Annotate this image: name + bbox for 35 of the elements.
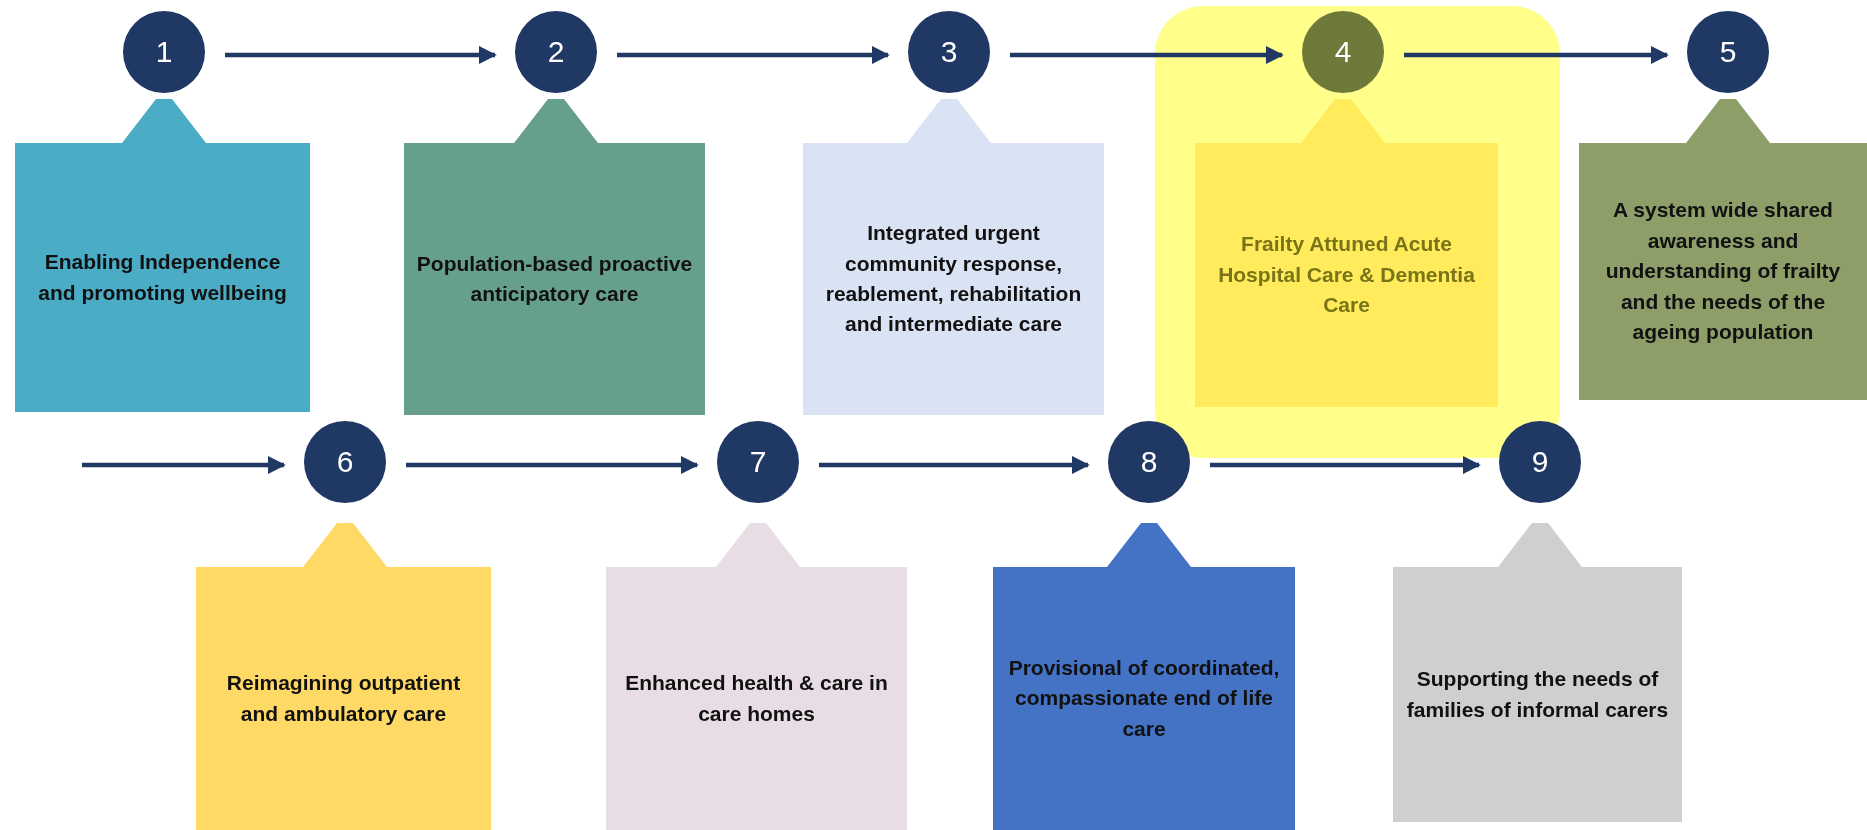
arrow bbox=[1210, 456, 1481, 474]
step-number-circle: 3 bbox=[908, 11, 990, 93]
step-description: Integrated urgent community response, reablement, rehabilitation and intermediate care bbox=[824, 220, 1083, 338]
callout-box bbox=[993, 521, 1295, 830]
step-description: Enhanced health & care in care homes bbox=[624, 670, 889, 727]
callout-box bbox=[196, 521, 491, 830]
step-description: Reimagining outpatient and ambulatory care bbox=[225, 670, 462, 727]
arrow bbox=[1010, 46, 1284, 64]
callout-box bbox=[404, 97, 705, 415]
step-number-circle: 9 bbox=[1499, 421, 1581, 503]
step-number-circle: 7 bbox=[717, 421, 799, 503]
step-description: Supporting the needs of families of informal carers bbox=[1405, 666, 1670, 723]
step-description: Frailty Attuned Acute Hospital Care & Dementia Care bbox=[1217, 231, 1476, 319]
arrow bbox=[406, 456, 699, 474]
step-number-circle: 5 bbox=[1687, 11, 1769, 93]
callout-box bbox=[1195, 97, 1498, 407]
step-number-circle: 2 bbox=[515, 11, 597, 93]
callout-box bbox=[606, 521, 907, 830]
arrow bbox=[1404, 46, 1669, 64]
arrow bbox=[82, 456, 286, 474]
step-number-circle: 1 bbox=[123, 11, 205, 93]
step-description: Population-based proactive anticipatory care bbox=[415, 250, 694, 307]
arrow bbox=[819, 456, 1090, 474]
step-number-circle: 8 bbox=[1108, 421, 1190, 503]
step-description: A system wide shared awareness and understanding of frailty and the needs of the ageing population bbox=[1604, 197, 1842, 346]
callout-box bbox=[15, 97, 310, 412]
callout-box bbox=[1579, 97, 1867, 400]
arrow bbox=[617, 46, 890, 64]
step-description: Enabling Independence and promoting wellbeing bbox=[37, 249, 288, 306]
step-description: Provisional of coordinated, compassionate end of life care bbox=[1007, 654, 1281, 742]
callout-box bbox=[803, 97, 1104, 415]
step-number-circle: 4 bbox=[1302, 11, 1384, 93]
step-number-circle: 6 bbox=[304, 421, 386, 503]
callout-box bbox=[1393, 521, 1682, 822]
arrow bbox=[225, 46, 497, 64]
